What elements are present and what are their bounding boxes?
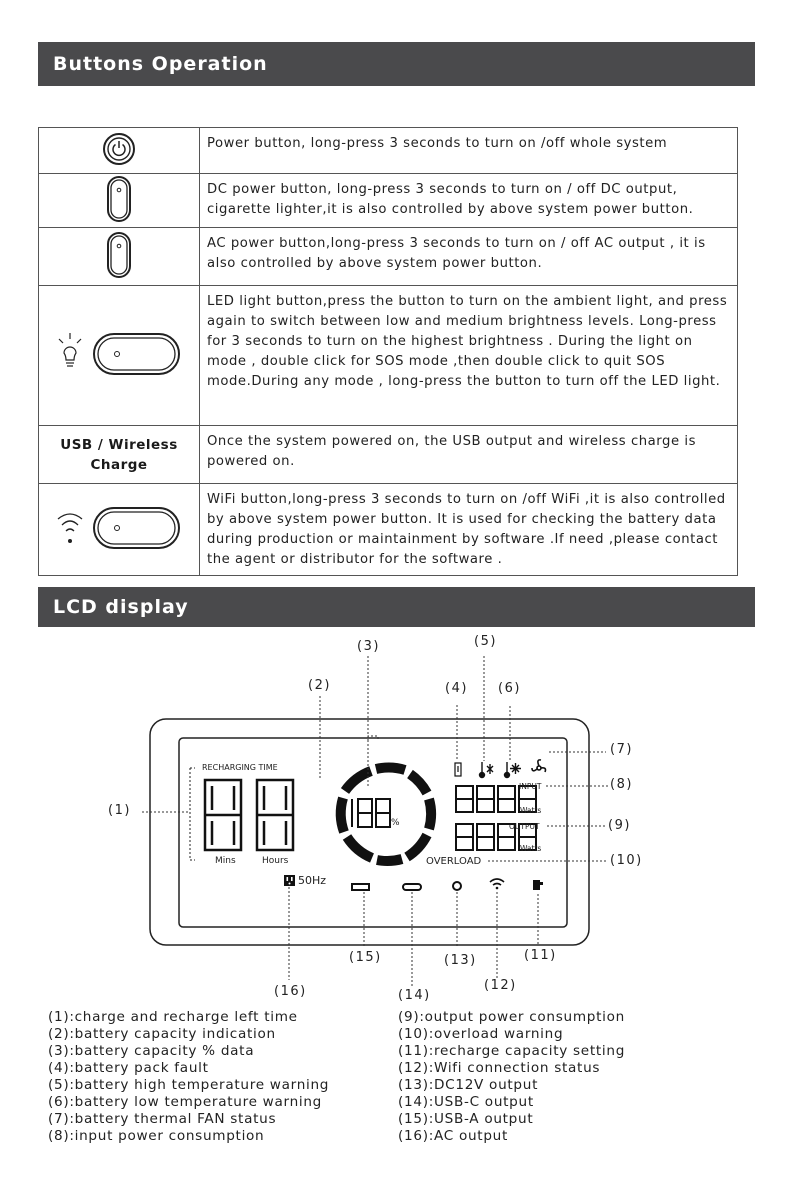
table-row: DC power button, long-press 3 seconds to… xyxy=(38,173,738,228)
hours-label: Hours xyxy=(262,856,289,866)
legend-item: (1):charge and recharge left time xyxy=(48,1009,298,1025)
watts-label: Watts xyxy=(520,844,542,853)
ac-switch-icon xyxy=(107,231,131,278)
callout-14: (14) xyxy=(398,988,431,1003)
battery-fault-icon xyxy=(454,762,462,777)
recharge-setting-icon xyxy=(533,880,543,890)
input-label: INPUT xyxy=(519,782,542,791)
input-watts-digits xyxy=(455,785,537,813)
output-label: OUTPUT xyxy=(509,822,540,831)
lcd-drawing xyxy=(142,656,608,986)
legend-item: (3):battery capacity % data xyxy=(48,1043,255,1059)
lcd-frame xyxy=(149,718,590,946)
legend-item: (10):overload warning xyxy=(398,1026,564,1042)
callout-9: (9) xyxy=(608,818,631,833)
table-row: Power button, long-press 3 seconds to tu… xyxy=(38,127,738,174)
wifi-status-icon xyxy=(489,878,505,890)
callout-16: (16) xyxy=(274,984,307,999)
legend-item: (2):battery capacity indication xyxy=(48,1026,276,1042)
callout-3: (3) xyxy=(357,639,380,654)
callout-6: (6) xyxy=(498,681,521,696)
led-bulb-icon xyxy=(58,332,180,375)
output-watts-digits xyxy=(455,823,537,851)
table-row: USB / Wireless Charge Once the system po… xyxy=(38,425,738,484)
callout-13: (13) xyxy=(444,953,477,968)
dc12v-icon xyxy=(452,881,462,891)
ac-outlet-icon xyxy=(284,875,295,886)
legend-item: (9):output power consumption xyxy=(398,1009,625,1025)
legend-item: (5):battery high temperature warning xyxy=(48,1077,330,1093)
callout-1: (1) xyxy=(108,803,131,818)
callout-5: (5) xyxy=(474,634,497,649)
watts-label: Watts xyxy=(520,806,542,815)
legend-item: (8):input power consumption xyxy=(48,1128,265,1144)
table-row: AC power button,long-press 3 seconds to … xyxy=(38,227,738,286)
time-digits xyxy=(203,778,295,852)
wifi-icon xyxy=(57,506,180,549)
percent-label: % xyxy=(391,818,400,828)
usb-c-icon xyxy=(402,883,422,891)
legend-item: (16):AC output xyxy=(398,1128,508,1144)
legend-item: (11):recharge capacity setting xyxy=(398,1043,626,1059)
section-title-lcd: LCD display xyxy=(38,587,755,627)
low-temp-icon xyxy=(503,762,521,779)
legend-item: (4):battery pack fault xyxy=(48,1060,209,1076)
callout-4: (4) xyxy=(445,681,468,696)
callout-10: (10) xyxy=(610,853,643,868)
usb-wireless-label: USB / Wireless Charge xyxy=(60,436,178,473)
callout-11: (11) xyxy=(524,948,557,963)
power-icon xyxy=(103,132,135,165)
callout-2: (2) xyxy=(308,678,331,693)
hz-label: 50Hz xyxy=(298,874,327,887)
callout-7: (7) xyxy=(610,742,633,757)
overload-label: OVERLOAD xyxy=(426,856,482,867)
lcd-diagram: RECHARGING TIME Mins Hours % INPUT Watts… xyxy=(0,628,799,1018)
callout-12: (12) xyxy=(484,978,517,993)
legend-item: (15):USB-A output xyxy=(398,1111,534,1127)
dc-switch-icon xyxy=(107,175,131,222)
legend-item: (6):battery low temperature warning xyxy=(48,1094,323,1110)
lcd-inner-frame xyxy=(178,737,568,928)
buttons-table: Power button, long-press 3 seconds to tu… xyxy=(38,127,738,576)
legend-right: (9):output power consumption (10):overlo… xyxy=(398,1009,625,1145)
button-description: LED light button,press the button to tur… xyxy=(199,285,738,426)
button-description: AC power button,long-press 3 seconds to … xyxy=(199,227,738,286)
legend-left: (1):charge and recharge left time (2):ba… xyxy=(48,1009,329,1145)
fan-icon xyxy=(531,759,547,773)
button-description: WiFi button,long-press 3 seconds to turn… xyxy=(199,483,738,576)
button-description: Once the system powered on, the USB outp… xyxy=(199,425,738,484)
table-row: WiFi button,long-press 3 seconds to turn… xyxy=(38,483,738,576)
callout-15: (15) xyxy=(349,950,382,965)
button-description: Power button, long-press 3 seconds to tu… xyxy=(199,127,738,174)
legend-item: (14):USB-C output xyxy=(398,1094,534,1110)
legend-item: (7):battery thermal FAN status xyxy=(48,1111,277,1127)
percent-digits xyxy=(351,798,391,828)
recharging-time-label: RECHARGING TIME xyxy=(202,763,278,772)
legend-item: (12):Wifi connection status xyxy=(398,1060,601,1076)
section-title-buttons: Buttons Operation xyxy=(38,42,755,86)
button-description: DC power button, long-press 3 seconds to… xyxy=(199,173,738,228)
high-temp-icon xyxy=(478,762,494,779)
mins-label: Mins xyxy=(215,856,236,866)
capacity-ring xyxy=(335,762,437,866)
legend-item: (13):DC12V output xyxy=(398,1077,539,1093)
table-row: LED light button,press the button to tur… xyxy=(38,285,738,426)
usb-a-icon xyxy=(351,883,370,891)
callout-8: (8) xyxy=(610,777,633,792)
